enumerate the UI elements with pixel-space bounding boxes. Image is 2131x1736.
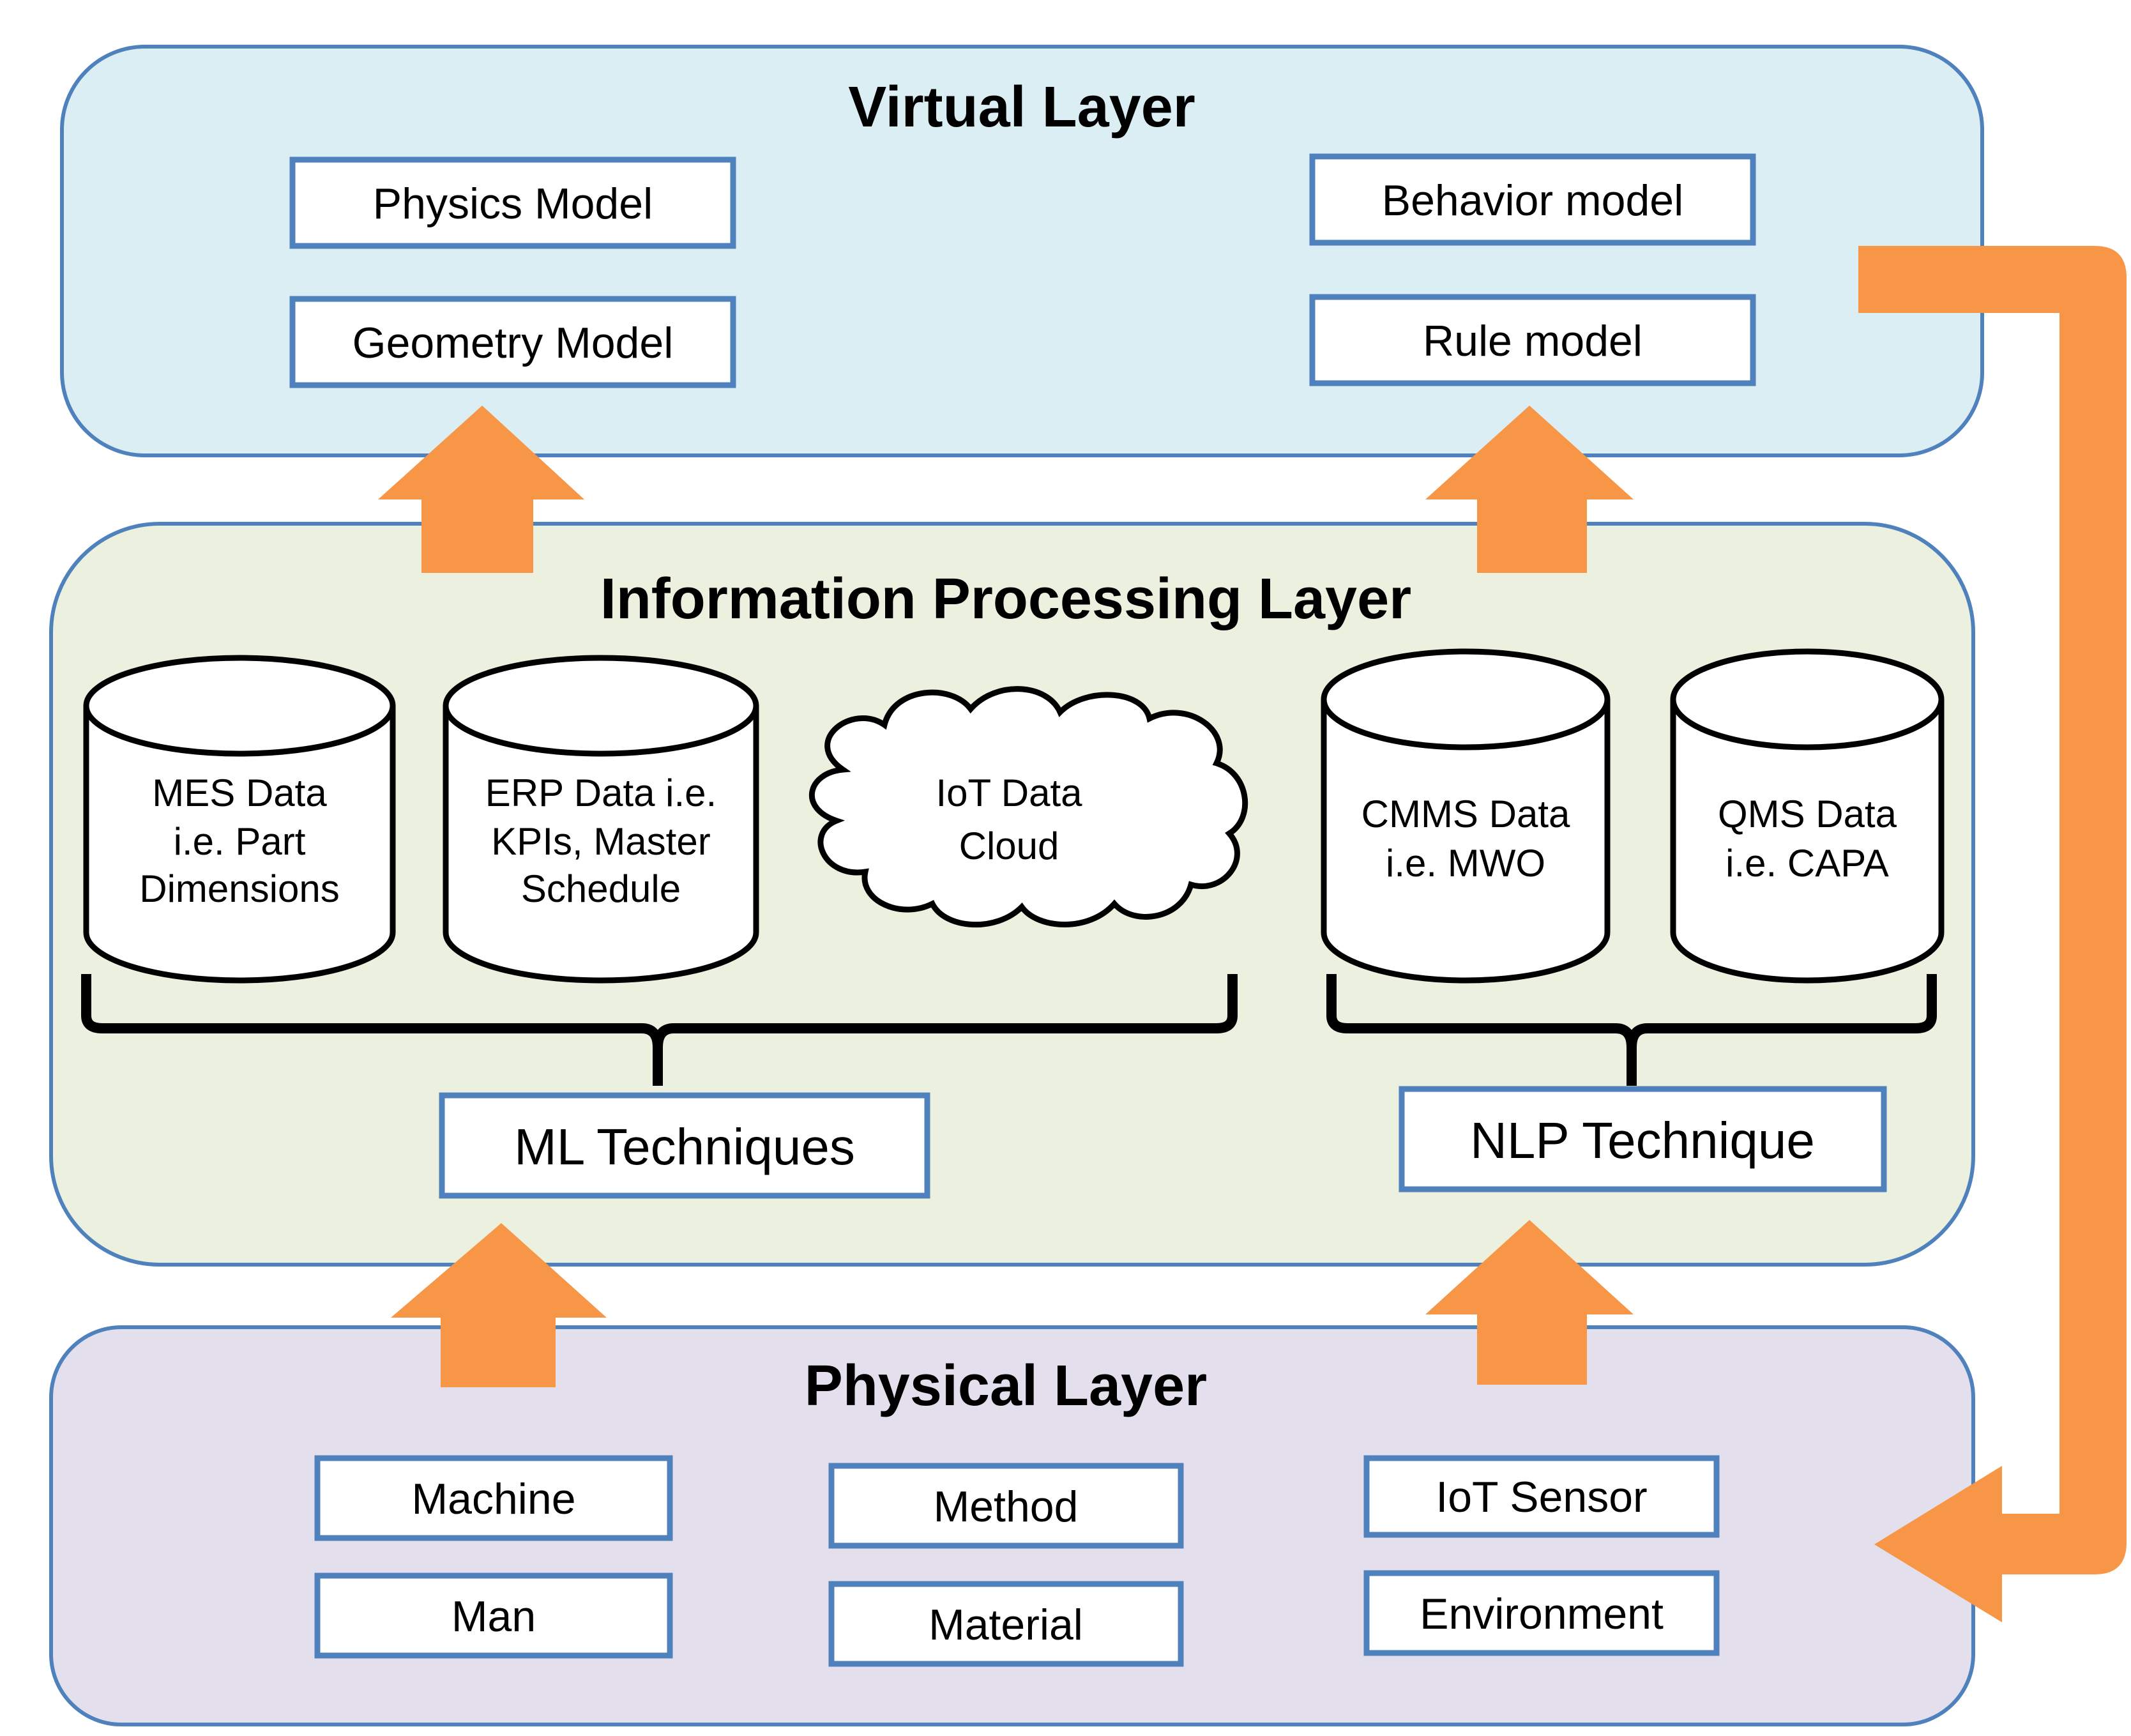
- cmms-database: CMMS Data i.e. MWO: [1321, 648, 1611, 984]
- svg-text:i.e. MWO: i.e. MWO: [1386, 842, 1545, 885]
- svg-text:Machine: Machine: [411, 1475, 575, 1523]
- svg-text:Schedule: Schedule: [521, 867, 681, 910]
- svg-text:Method: Method: [934, 1482, 1079, 1531]
- svg-text:MES Data: MES Data: [152, 772, 327, 814]
- cloud-icon: [808, 686, 1248, 927]
- svg-text:Behavior model: Behavior model: [1382, 176, 1683, 225]
- method-box: Method: [828, 1463, 1184, 1549]
- geometry-model-box: Geometry Model: [289, 296, 736, 388]
- virtual-layer-title: Virtual Layer: [848, 75, 1195, 139]
- database-icon: [1321, 648, 1611, 984]
- svg-text:Man: Man: [451, 1592, 536, 1641]
- feedback-arrow-icon: [1858, 246, 2127, 1574]
- svg-text:Dimensions: Dimensions: [139, 867, 339, 910]
- svg-text:CMMS Data: CMMS Data: [1361, 793, 1570, 835]
- database-icon: [443, 655, 759, 984]
- database-icon: [1670, 648, 1945, 984]
- qms-database: QMS Data i.e. CAPA: [1670, 648, 1945, 984]
- svg-text:ML Techniques: ML Techniques: [514, 1118, 855, 1175]
- ml-techniques-box: ML Techniques: [439, 1092, 930, 1199]
- curly-brace-icon: [81, 974, 1238, 1086]
- up-arrow-icon: [1425, 406, 1634, 573]
- svg-text:QMS Data: QMS Data: [1718, 793, 1897, 835]
- up-arrow-icon: [378, 406, 584, 573]
- svg-text:Physics Model: Physics Model: [373, 179, 653, 228]
- database-icon: [83, 655, 396, 984]
- behavior-model-box: Behavior model: [1309, 153, 1756, 246]
- svg-text:NLP Technique: NLP Technique: [1470, 1112, 1815, 1169]
- nlp-technique-box: NLP Technique: [1399, 1086, 1887, 1192]
- curly-brace-icon: [1326, 974, 1937, 1086]
- rule-model-box: Rule model: [1309, 294, 1756, 386]
- physical-layer-title: Physical Layer: [805, 1354, 1207, 1418]
- svg-text:i.e. Part: i.e. Part: [174, 820, 306, 863]
- up-arrow-icon: [391, 1223, 607, 1387]
- svg-text:i.e. CAPA: i.e. CAPA: [1725, 842, 1889, 885]
- erp-database: ERP Data i.e. KPIs, Master Schedule: [443, 655, 759, 984]
- up-arrow-icon: [1425, 1220, 1634, 1385]
- machine-box: Machine: [314, 1455, 673, 1541]
- environment-box: Environment: [1363, 1570, 1720, 1656]
- man-box: Man: [314, 1572, 673, 1659]
- iot-data-cloud: IoT Data Cloud: [808, 686, 1248, 927]
- feedback-arrow: [1858, 246, 2127, 1622]
- svg-text:ERP Data i.e.: ERP Data i.e.: [485, 772, 717, 814]
- physics-model-box: Physics Model: [289, 156, 736, 249]
- svg-text:IoT Data: IoT Data: [936, 772, 1082, 814]
- mes-database: MES Data i.e. Part Dimensions: [83, 655, 396, 984]
- material-box: Material: [828, 1581, 1184, 1667]
- svg-text:Rule model: Rule model: [1423, 317, 1642, 365]
- svg-text:Material: Material: [929, 1601, 1083, 1649]
- svg-text:Cloud: Cloud: [959, 825, 1059, 867]
- processing-layer-title: Information Processing Layer: [600, 567, 1411, 631]
- svg-text:KPIs, Master: KPIs, Master: [491, 820, 710, 863]
- svg-text:IoT Sensor: IoT Sensor: [1436, 1473, 1647, 1521]
- svg-text:Geometry Model: Geometry Model: [353, 319, 674, 367]
- svg-text:Environment: Environment: [1420, 1590, 1664, 1638]
- iot-sensor-box: IoT Sensor: [1363, 1455, 1720, 1538]
